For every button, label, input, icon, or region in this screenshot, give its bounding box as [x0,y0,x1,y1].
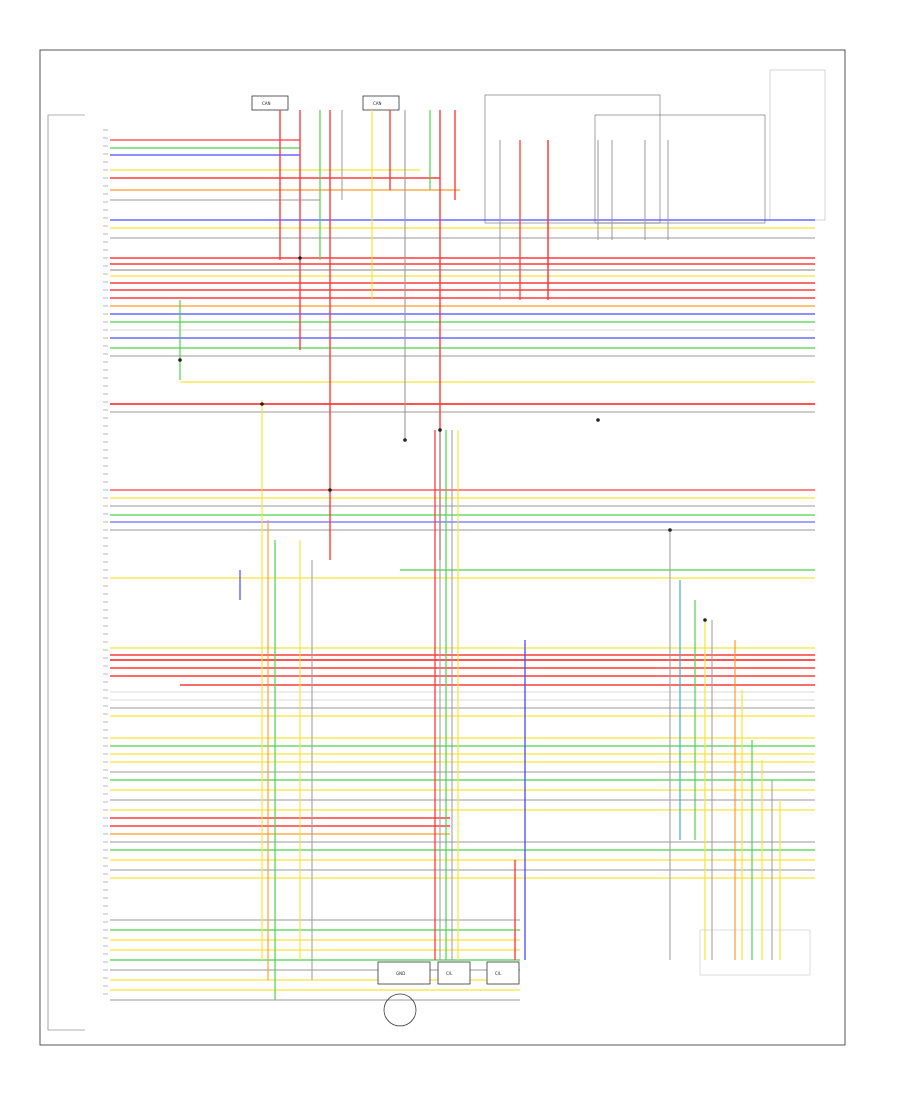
round-connector [383,993,417,1027]
splice-dot [328,488,332,492]
diagram-frame [39,49,846,1046]
splice-dot [668,528,672,532]
vertical-wires [179,110,781,1000]
top-connector-2-label: CAN [373,101,382,106]
bottom-component-2-label: C/L [446,971,453,976]
right-bottom-module-outline [699,929,811,976]
fuse-box-corner [769,69,826,221]
splice-dot [260,402,264,406]
relay-box-right [594,114,766,224]
splice-dot [438,428,442,432]
pin-labels [103,129,108,995]
bottom-component-1: GND [377,961,431,985]
ecm-outline [47,114,85,1031]
splice-dot [703,618,707,622]
top-connector-1-label: CAN [262,101,271,106]
top-connector-1: CAN [251,95,289,111]
splice-dot [403,438,407,442]
horizontal-wires [110,139,815,1001]
bottom-component-2: C/L [437,961,471,985]
splices [178,256,707,622]
splice-dot [596,418,600,422]
bottom-component-3: C/L [486,961,520,985]
relay-box-top [484,94,661,224]
bottom-component-3-label: C/L [495,971,502,976]
splice-dot [298,256,302,260]
top-connector-2: CAN [362,95,400,111]
bottom-component-1-label: GND [396,971,405,976]
splice-dot [178,358,182,362]
